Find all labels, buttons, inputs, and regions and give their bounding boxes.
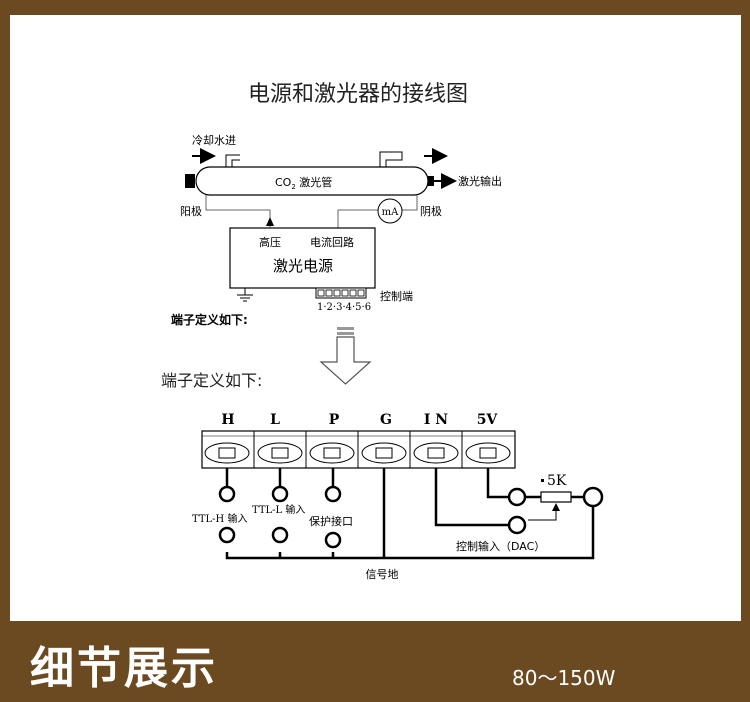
signal-wires <box>225 468 595 560</box>
laser-power-supply <box>229 227 376 289</box>
anode-label: 阳极 <box>180 204 202 218</box>
ttl-h-label: TTL-H 输入 <box>192 512 247 525</box>
terminal-label-l: L <box>270 412 280 428</box>
pot-label: 5K <box>547 473 567 489</box>
milliammeter <box>377 198 403 224</box>
diagram-title: 电源和激光器的接线图 <box>248 82 468 107</box>
control-input-label: 控制输入（DAC） <box>456 539 545 553</box>
cathode-label: 阴极 <box>420 204 442 218</box>
terminal-label-p: P <box>329 412 340 428</box>
tube-right-cap <box>428 176 434 186</box>
power-supply-label: 激光电源 <box>273 257 333 275</box>
terminal-label-in: I N <box>424 412 448 428</box>
water-in-nozzle <box>225 154 240 167</box>
potentiometer-5k <box>540 491 572 503</box>
terminal-label-5v: 5V <box>477 412 499 428</box>
terminal-def-heading: 端子定义如下: <box>161 371 262 390</box>
water-out-nozzle <box>379 151 403 167</box>
high-voltage-label: 高压 <box>259 235 281 249</box>
terminal-label-h: H <box>221 412 234 428</box>
current-loop-label: 电流回路 <box>310 235 354 249</box>
cathode-wire <box>402 195 418 211</box>
ttl-l-label: TTL-L 输入 <box>252 503 305 516</box>
terminal-screws <box>204 442 511 464</box>
ma-label: mA <box>382 207 399 218</box>
terminal-numbers: 1·2·3·4·5·6 <box>317 302 371 313</box>
down-arrow-icon <box>319 327 372 385</box>
water-in-label: 冷却水进 <box>192 134 236 147</box>
anode-wire <box>205 195 271 228</box>
terminal-block <box>201 430 516 469</box>
tube-left-cap <box>185 174 195 188</box>
control-terminal-label: 控制端 <box>380 289 413 303</box>
terminal-def-small: 端子定义如下: <box>171 312 248 327</box>
diagram-panel <box>10 15 741 621</box>
laser-out-label: 激光输出 <box>458 174 502 188</box>
signal-ground-label: 信号地 <box>366 568 399 581</box>
terminal-label-g: G <box>380 412 392 428</box>
terminal-connectors <box>218 485 604 549</box>
protect-label: 保护接口 <box>309 514 353 528</box>
laser-tube-label: CO2 激光管 <box>275 175 332 191</box>
footer-title: 细节展示 <box>30 643 218 694</box>
control-terminal-block <box>315 287 367 299</box>
footer-power: 80～150W <box>512 666 616 690</box>
